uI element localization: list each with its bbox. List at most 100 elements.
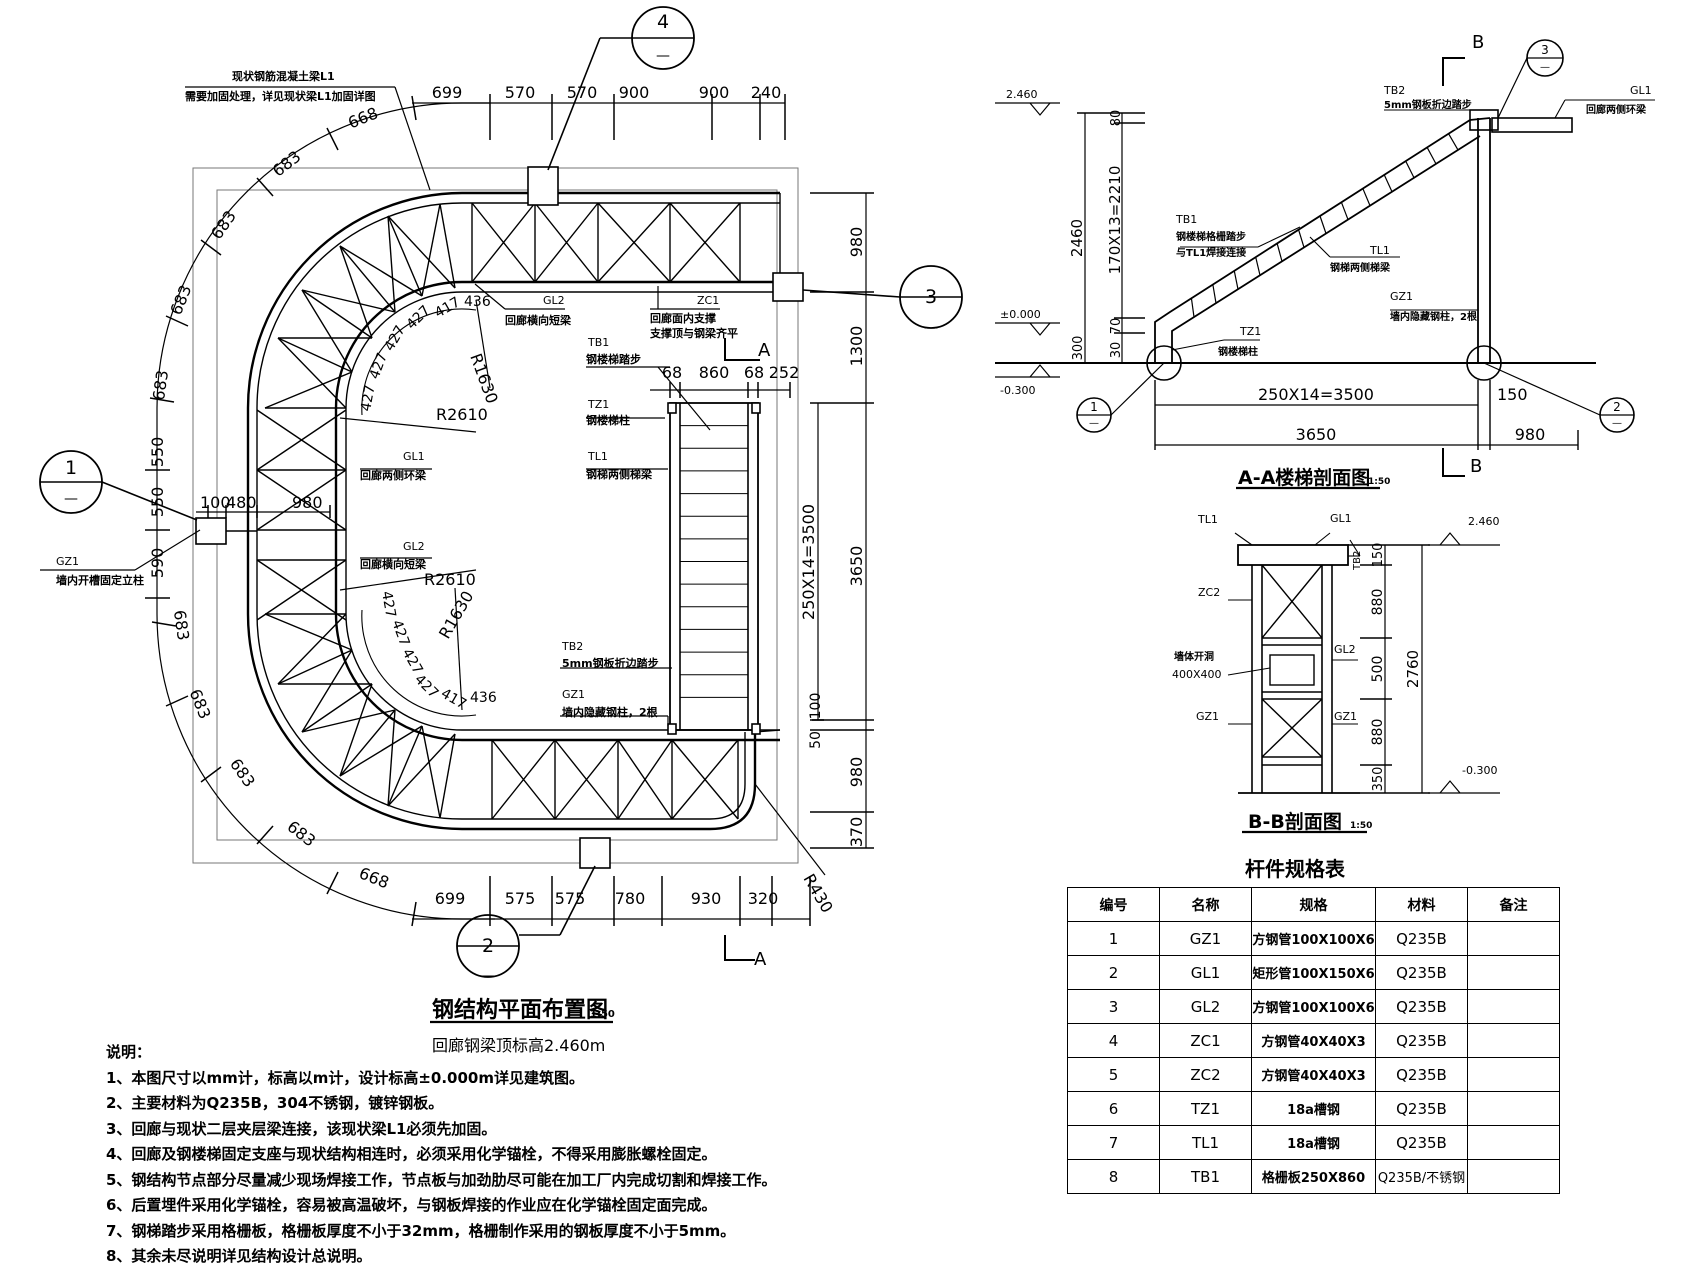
section-tread — [1190, 298, 1195, 318]
arc-dim-11: 683 — [226, 755, 259, 791]
aa-callout-3-den: — — [1540, 62, 1550, 73]
cell-number: 1 — [1067, 921, 1160, 956]
aa-dim-h4: 980 — [1515, 425, 1546, 444]
cell-material: Q235B — [1375, 989, 1468, 1024]
note-item: 8、其余未尽说明详见结构设计总说明。 — [106, 1247, 372, 1265]
label-tb2-desc: 5mm钢板折边踏步 — [562, 656, 659, 670]
arc-dim-7: 550 — [148, 487, 167, 518]
aa-level-3: -0.300 — [1000, 384, 1035, 397]
aa-callout-2-den: — — [1612, 418, 1622, 429]
cell-name: GL2 — [1159, 989, 1252, 1024]
cell-remark — [1467, 1091, 1560, 1126]
stair-top-dim-4: 252 — [769, 363, 800, 382]
label-gz1-desc: 墙内开槽固定立柱 — [56, 573, 144, 587]
label-l1-line2: 需要加固处理，详见现状梁L1加固详图 — [185, 89, 376, 103]
cell-remark — [1467, 1159, 1560, 1194]
aa-label-tl1: TL1 — [1369, 244, 1390, 257]
header-material: 材料 — [1375, 887, 1468, 922]
section-tread — [1362, 188, 1371, 206]
cell-number: 8 — [1067, 1159, 1160, 1194]
cell-number: 6 — [1067, 1091, 1160, 1126]
aa-level-1: 2.460 — [1006, 88, 1038, 101]
arc-dim-5: 683 — [149, 369, 172, 402]
plan-title: 钢结构平面布置图 — [432, 997, 608, 1023]
bb-title: B-B剖面图 — [1248, 810, 1342, 833]
bb-dim-2: 880 — [1370, 589, 1386, 616]
aa-dim-300: 300 — [1071, 336, 1086, 361]
right-dim-6: 980 — [847, 757, 866, 788]
arc-dim-2: 683 — [269, 147, 305, 181]
right-dim-1: 980 — [847, 227, 866, 258]
note-item: 6、后置埋件采用化学锚栓，容易被高温破坏，与钢板焊接的作业应在化学锚栓固定面完成… — [106, 1196, 717, 1214]
section-tread — [1276, 243, 1283, 262]
cell-number: 7 — [1067, 1125, 1160, 1160]
header-spec: 规格 — [1251, 887, 1376, 922]
label-zc1-desc2: 支撑顶与钢梁齐平 — [649, 326, 738, 340]
inner-dim-1: 100 — [200, 493, 231, 512]
cell-name: TZ1 — [1159, 1091, 1252, 1126]
note-item: 1、本图尺寸以mm计，标高以m计，设计标高±0.000m详见建筑图。 — [106, 1068, 584, 1087]
bb-level-1: 2.460 — [1468, 515, 1500, 528]
bb-dim-4: 880 — [1370, 719, 1386, 746]
bottom-dim-1: 699 — [435, 889, 466, 908]
cell-name: TB1 — [1159, 1159, 1252, 1194]
stair-top-dim-1: 68 — [662, 363, 682, 382]
aa-label-tz1-desc: 钢楼梯柱 — [1218, 345, 1258, 358]
callout-1-leader — [39, 450, 198, 521]
callout-4-den: — — [656, 48, 670, 64]
plan-stair — [667, 402, 761, 735]
section-tread — [1233, 270, 1239, 290]
arc-dim-12: 683 — [284, 817, 320, 851]
label-tb2-code: TB2 — [561, 640, 583, 653]
label-l1-line1: 现状钢筋混凝土梁L1 — [232, 69, 335, 83]
aa-label-tb1: TB1 — [1175, 213, 1197, 226]
section-tread — [1405, 160, 1415, 179]
cell-remark — [1467, 921, 1560, 956]
lower-small-5: 417 — [438, 686, 469, 713]
lower-small-1: 427 — [378, 590, 398, 619]
aa-label-tb1-desc2: 与TL1焊接连接 — [1176, 246, 1246, 259]
note-item: 5、钢结构节点部分尽量减少现场焊接工作，节点板与加劲肋尽可能在加工厂内完成切割和… — [106, 1170, 777, 1189]
aa-level-2: ±0.000 — [1000, 308, 1041, 321]
aa-label-gz1: GZ1 — [1390, 290, 1413, 303]
cell-spec: 方钢管100X100X6 — [1251, 921, 1376, 956]
right-dim-2: 1300 — [847, 326, 866, 367]
bottom-dim-2: 575 — [505, 889, 536, 908]
label-zc1-code: ZC1 — [697, 294, 719, 307]
lower-small-6: 436 — [470, 690, 497, 706]
aa-label-tb1-desc1: 钢楼梯格栅踏步 — [1176, 230, 1246, 243]
right-dim-4: 100 — [808, 693, 824, 720]
bb-label-opening1: 墙体开洞 — [1174, 650, 1214, 663]
label-gl1-desc: 回廊两侧环梁 — [360, 468, 427, 482]
bb-scale: 1:50 — [1350, 821, 1372, 831]
arc-dim-8: 590 — [148, 548, 167, 579]
section-tread — [1319, 215, 1327, 234]
aa-label-tb2-desc: 5mm钢板折边踏步 — [1384, 98, 1472, 111]
aa-dim-h1: 250X14=3500 — [1258, 385, 1374, 404]
inner-dim-3: 980 — [292, 493, 323, 512]
label-gl2-a-desc: 回廊横向短梁 — [505, 313, 572, 327]
cell-number: 2 — [1067, 955, 1160, 990]
cell-spec: 18a槽钢 — [1251, 1125, 1376, 1160]
arc-dim-3: 683 — [207, 207, 240, 243]
aa-callout-3: 3 — [1541, 43, 1549, 57]
note-item: 7、钢梯踏步采用格栅板，格栅板厚度不小于32mm，格栅制作采用的钢板厚度不小于5… — [106, 1221, 736, 1240]
bb-total: 2760 — [1404, 650, 1422, 688]
upper-small-1: 427 — [358, 384, 378, 413]
cell-name: TL1 — [1159, 1125, 1252, 1160]
label-gz1-code: GZ1 — [56, 555, 79, 568]
arc-dim-9: 683 — [170, 609, 193, 642]
lower-small-4: 427 — [411, 672, 441, 702]
label-gl2-b-desc: 回廊横向短梁 — [360, 557, 427, 571]
note-item: 3、回廊与现状二层夹层梁连接，该现状梁L1必须先加固。 — [106, 1119, 497, 1138]
callout-4-num: 4 — [657, 11, 669, 33]
section-tread — [1448, 133, 1459, 151]
upper-small-5: 417 — [432, 294, 463, 321]
header-name: 名称 — [1159, 887, 1252, 922]
aa-label-gl1-desc: 回廊两侧环梁 — [1586, 103, 1647, 116]
label-gz1b-code: GZ1 — [562, 688, 585, 701]
